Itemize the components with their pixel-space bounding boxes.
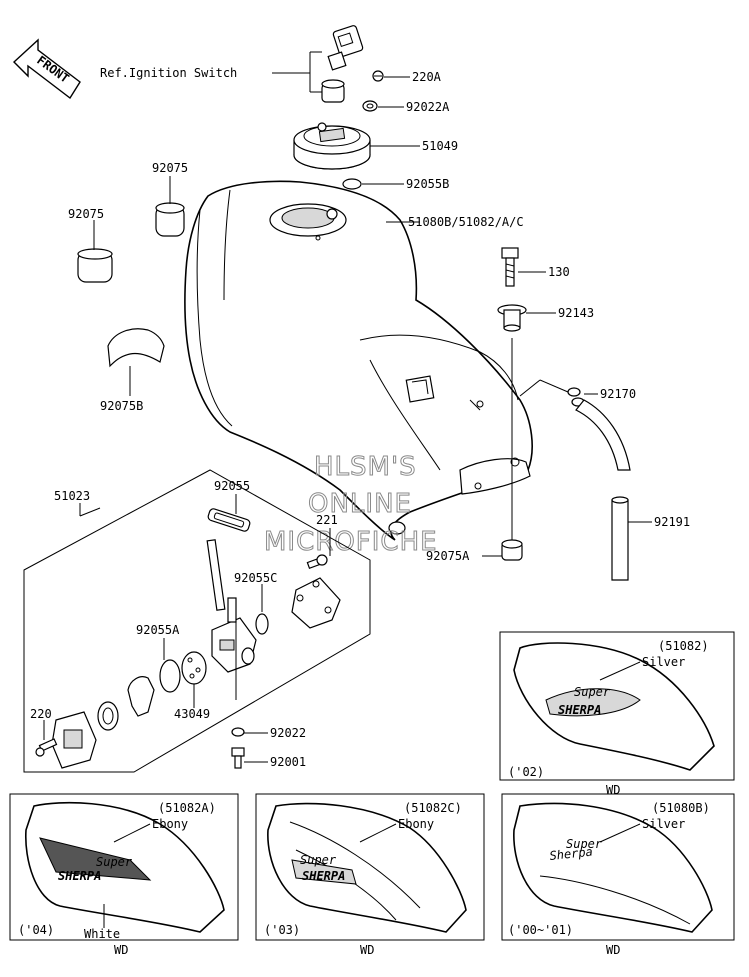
callout-92075-top: 92075: [152, 161, 188, 175]
callout-92055a: 92055A: [136, 623, 180, 637]
ignition-key-icon: [327, 25, 364, 71]
variant-51080b-market: WD: [606, 943, 620, 957]
variant-51082a-year: ('04): [18, 923, 54, 937]
variant-panel-51082: (51082) Silver Super SHERPA ('02): [499, 631, 735, 781]
tap-cover-plate-icon: [291, 577, 341, 629]
oring-92055a-icon: [159, 659, 181, 693]
callout-220: 220: [30, 707, 52, 721]
diaphragm-43049-icon: [181, 651, 207, 685]
callout-43049: 43049: [174, 707, 210, 721]
oring-92055c-icon: [255, 613, 269, 635]
callout-92143: 92143: [558, 306, 594, 320]
ref-ignition-switch-label: Ref.Ignition Switch: [100, 66, 237, 80]
callout-220a: 220A: [412, 70, 442, 84]
callout-51049: 51049: [422, 139, 458, 153]
callout-51080: 51080B/51082/A/C: [408, 215, 524, 229]
variant-51080b-year: ('00~'01): [508, 923, 573, 937]
screw-220a-icon: [372, 70, 384, 82]
variant-51082a-logo-2: SHERPA: [58, 869, 101, 883]
washer-92022a-icon: [362, 100, 378, 112]
variant-51082c-year: ('03): [264, 923, 300, 937]
tap-lever-icon: [127, 676, 155, 717]
damper-92075-top-icon: [155, 202, 185, 237]
variant-51082-color: Silver: [642, 655, 685, 669]
variant-panel-51082a: (51082A) Ebony Super SHERPA White ('04): [9, 793, 239, 941]
variant-51080b-logo-2: Sherpa: [549, 845, 594, 863]
callout-92022: 92022: [270, 726, 306, 740]
fuel-tap-group-outline: [23, 469, 371, 773]
callout-221: 221: [316, 513, 338, 527]
variant-51082-logo-2: SHERPA: [558, 703, 601, 717]
seal-icon: [97, 701, 119, 731]
variant-51080b-part: (51080B): [652, 801, 710, 815]
variant-51082a-color: Ebony: [152, 817, 188, 831]
variant-panel-51080b: (51080B) Silver Super Sherpa ('00~'01): [501, 793, 735, 941]
screw-220-icon: [35, 738, 58, 757]
callout-92170: 92170: [600, 387, 636, 401]
variant-panel-51082c: (51082C) Ebony Super SHERPA ('03): [255, 793, 485, 941]
variant-51082c-market: WD: [360, 943, 374, 957]
variant-51082c-part: (51082C): [404, 801, 462, 815]
watermark-line3: MICROFICHE: [264, 527, 438, 557]
variant-51082a-part: (51082A): [158, 801, 216, 815]
variant-51082c-logo-1: Super: [300, 853, 337, 867]
variant-51082a-color2: White: [84, 927, 120, 941]
watermark-line2: ONLINE: [308, 489, 412, 519]
watermark: HLSM'S ONLINE MICROFICHE: [264, 452, 438, 558]
callout-92022a: 92022A: [406, 100, 450, 114]
variant-51082c-color: Ebony: [398, 817, 434, 831]
fuel-cap-icon: [293, 122, 371, 170]
washer-92022-icon: [231, 727, 245, 737]
damper-92075-left-icon: [77, 248, 113, 283]
variant-51082-year: ('02): [508, 765, 544, 779]
bolt-130-icon: [501, 247, 519, 287]
damper-92075a-icon: [501, 539, 523, 561]
variant-51082-part: (51082): [658, 639, 709, 653]
callout-92001: 92001: [270, 755, 306, 769]
hose-92191-icon: [575, 399, 631, 581]
fuel-tank-icon: [184, 180, 533, 541]
lever-plate-icon: [51, 711, 97, 769]
callout-92075a: 92075A: [426, 549, 470, 563]
oring-92055b-icon: [342, 178, 362, 190]
callout-92075b: 92075B: [100, 399, 143, 413]
callout-92055: 92055: [214, 479, 250, 493]
gasket-92055-icon: [207, 508, 251, 532]
callout-92055b: 92055B: [406, 177, 449, 191]
cushion-92075b-icon: [107, 328, 165, 368]
collar-92143-icon: [497, 304, 527, 332]
ignition-cylinder-icon: [321, 79, 345, 103]
fuel-tap-icon: [206, 539, 257, 700]
variant-51082a-logo-1: Super: [96, 855, 133, 869]
watermark-line1: HLSM'S: [314, 452, 417, 482]
callout-51023: 51023: [54, 489, 90, 503]
front-arrow-icon: FRONT: [12, 38, 81, 100]
callout-92075-left: 92075: [68, 207, 104, 221]
callout-130: 130: [548, 265, 570, 279]
variant-51082c-logo-2: SHERPA: [302, 869, 345, 883]
bolt-92001-icon: [231, 747, 245, 769]
variant-51082-market: WD: [606, 783, 620, 797]
screw-221-icon: [306, 554, 328, 569]
callout-92191: 92191: [654, 515, 690, 529]
variant-51082a-market: WD: [114, 943, 128, 957]
variant-51082-logo-1: Super: [574, 685, 611, 699]
callout-92055c: 92055C: [234, 571, 277, 585]
variant-51080b-logo-1: Super: [566, 837, 603, 851]
